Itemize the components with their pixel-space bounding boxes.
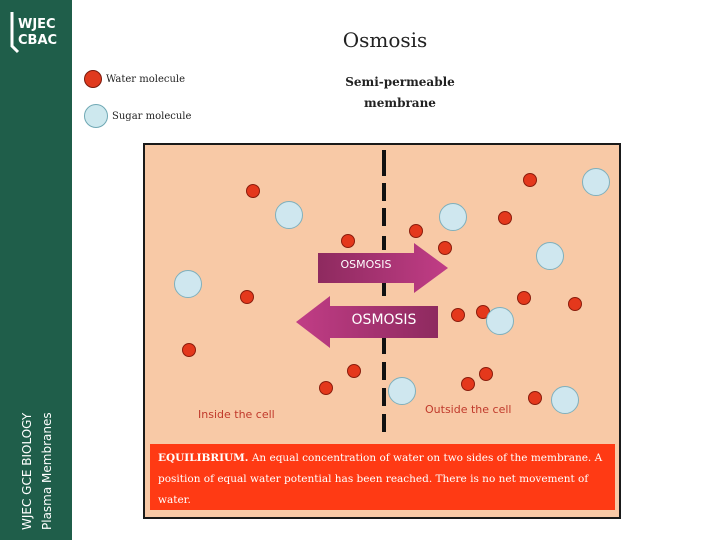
inside-cell-label: Inside the cell — [198, 408, 275, 421]
osmosis-arrow-left — [296, 296, 438, 348]
sugar-molecule — [174, 270, 202, 298]
water-molecule — [568, 297, 582, 311]
membrane-segment — [382, 208, 386, 226]
water-molecule — [528, 391, 542, 405]
legend-water: Water molecule — [84, 70, 185, 88]
outside-cell-label: Outside the cell — [425, 403, 512, 416]
water-molecule — [341, 234, 355, 248]
sugar-molecule — [275, 201, 303, 229]
water-molecule — [319, 381, 333, 395]
membrane-segment — [382, 414, 386, 432]
sidebar-caption: WJEC GCE BIOLOGY Plasma Membranes — [12, 230, 54, 530]
water-molecule — [479, 367, 493, 381]
logo-line1: WJEC — [18, 17, 56, 32]
sidebar-course: WJEC GCE BIOLOGY — [20, 412, 34, 530]
water-molecule — [240, 290, 254, 304]
membrane-segment — [382, 150, 386, 176]
sidebar-topic: Plasma Membranes — [40, 412, 54, 530]
sugar-molecule — [551, 386, 579, 414]
membrane-segment — [382, 388, 386, 406]
sugar-molecule — [439, 203, 467, 231]
legend-sugar: Sugar molecule — [84, 104, 191, 128]
equilibrium-heading: EQUILIBRIUM. — [158, 452, 249, 464]
sugar-molecule — [536, 242, 564, 270]
membrane-segment — [382, 183, 386, 201]
membrane-label: Semi-permeable membrane — [345, 75, 455, 110]
legend-water-label: Water molecule — [106, 73, 186, 85]
water-molecule — [347, 364, 361, 378]
water-molecule — [461, 377, 475, 391]
membrane-segment — [382, 280, 386, 296]
osmosis-arrow-left-label: OSMOSIS — [351, 312, 417, 328]
logo-line2: CBAC — [18, 33, 57, 48]
membrane-segment — [382, 362, 386, 380]
sugar-molecule — [486, 307, 514, 335]
osmosis-arrow-right — [318, 243, 448, 293]
water-molecule — [451, 308, 465, 322]
sidebar: WJEC CBAC WJEC GCE BIOLOGY Plasma Membra… — [0, 0, 72, 540]
water-molecule — [246, 184, 260, 198]
sugar-molecule-icon — [84, 104, 108, 128]
water-molecule — [517, 291, 531, 305]
equilibrium-text: An equal concentration of water on two s… — [158, 452, 603, 506]
membrane-segment — [382, 236, 386, 250]
page-title: Osmosis — [342, 28, 428, 52]
water-molecule — [438, 241, 452, 255]
wjec-logo: WJEC CBAC — [10, 12, 57, 54]
osmosis-arrow-right-label: OSMOSIS — [340, 258, 392, 271]
water-molecule — [409, 224, 423, 238]
sugar-molecule — [388, 377, 416, 405]
membrane-segment — [382, 338, 386, 354]
water-molecule — [523, 173, 537, 187]
water-molecule — [182, 343, 196, 357]
water-molecule — [498, 211, 512, 225]
legend-sugar-label: Sugar molecule — [112, 110, 192, 122]
sugar-molecule — [582, 168, 610, 196]
water-molecule-icon — [84, 70, 102, 88]
equilibrium-box: EQUILIBRIUM. An equal concentration of w… — [150, 444, 615, 510]
